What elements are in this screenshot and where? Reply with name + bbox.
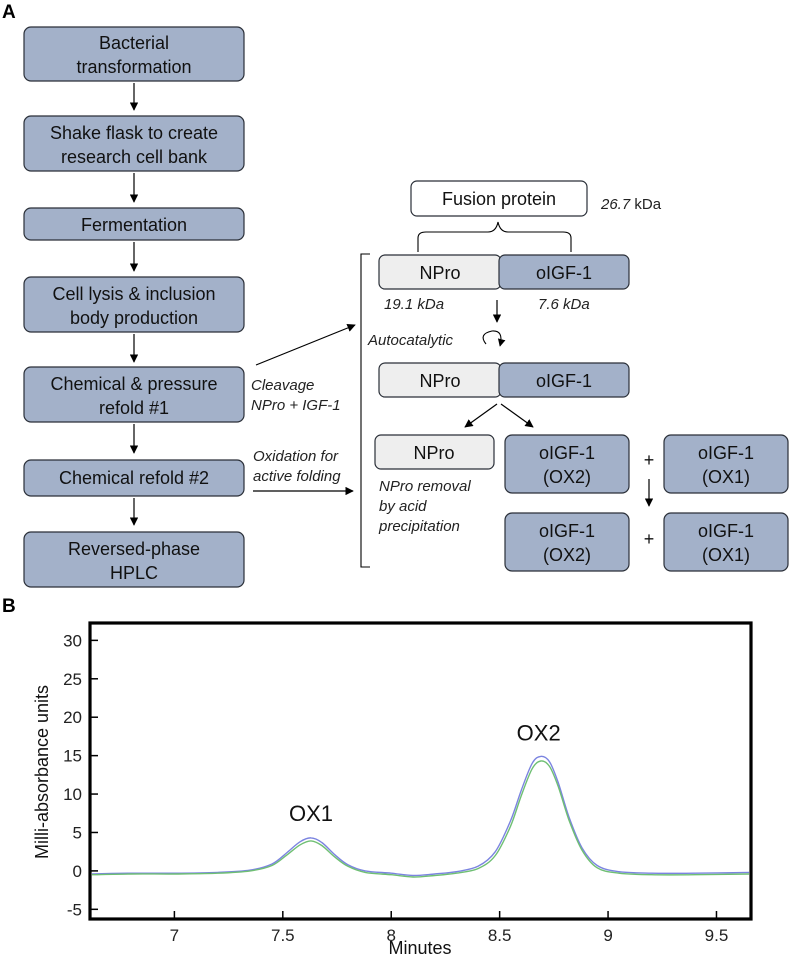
svg-text:Fermentation: Fermentation bbox=[81, 215, 187, 235]
oigf-ox2-box bbox=[504, 434, 630, 494]
npro-removal-label: NPro removal bbox=[379, 478, 471, 495]
svg-text:NPro: NPro bbox=[419, 263, 460, 283]
peak-label-ox1: OX1 bbox=[289, 801, 333, 826]
svg-text:refold #1: refold #1 bbox=[99, 398, 169, 418]
workflow-step-6: Chemical refold #2 bbox=[23, 459, 245, 497]
y-tick-label: 5 bbox=[73, 823, 82, 842]
x-axis-ticks: 7 7.5 8 8.5 9 9.5 bbox=[170, 911, 729, 945]
svg-text:(OX2): (OX2) bbox=[543, 545, 591, 565]
x-axis-label: Minutes bbox=[388, 938, 451, 958]
chart-series bbox=[91, 755, 750, 878]
y-tick-label: 10 bbox=[63, 785, 82, 804]
workflow-step-1: Bacterial transformation bbox=[23, 26, 245, 82]
trace-line-2 bbox=[91, 760, 750, 878]
x-tick-label: 7 bbox=[170, 926, 179, 945]
oigf-ox2-box-2 bbox=[504, 512, 630, 572]
svg-text:Chemical & pressure: Chemical & pressure bbox=[50, 374, 217, 394]
workflow-step-7: Reversed-phase HPLC bbox=[23, 531, 245, 588]
peak-label-ox2: OX2 bbox=[517, 720, 561, 745]
svg-text:NPro: NPro bbox=[413, 443, 454, 463]
svg-text:(OX1): (OX1) bbox=[702, 545, 750, 565]
npro-removal-label-2: by acid bbox=[379, 498, 427, 515]
oxidation-label-2: active folding bbox=[253, 468, 341, 485]
trace-line-1 bbox=[91, 755, 750, 877]
process-bracket bbox=[360, 253, 370, 568]
fusion-mass: 26.7 kDa bbox=[600, 196, 662, 213]
workflow-step-2: Shake flask to create research cell bank bbox=[23, 115, 245, 172]
y-tick-label: -5 bbox=[67, 900, 82, 919]
y-tick-label: 25 bbox=[63, 670, 82, 689]
npro-mass: 19.1 kDa bbox=[384, 296, 444, 313]
y-tick-label: 20 bbox=[63, 708, 82, 727]
x-tick-label: 9.5 bbox=[705, 926, 729, 945]
y-axis-label: Milli-absorbance units bbox=[32, 685, 52, 859]
svg-text:body production: body production bbox=[70, 308, 198, 328]
oigf-box bbox=[498, 254, 630, 290]
svg-text:NPro: NPro bbox=[419, 371, 460, 391]
y-tick-label: 30 bbox=[63, 631, 82, 650]
workflow-step-3: Fermentation bbox=[23, 207, 245, 241]
split-arrow-right bbox=[500, 403, 534, 428]
panel-a-label: A bbox=[2, 2, 16, 23]
plot-frame bbox=[88, 621, 753, 921]
svg-text:Cell lysis & inclusion: Cell lysis & inclusion bbox=[52, 284, 215, 304]
workflow-step-5: Chemical & pressure refold #1 bbox=[23, 366, 245, 423]
oigf-box-2 bbox=[498, 362, 630, 398]
cleavage-label: Cleavage bbox=[251, 377, 314, 394]
npro-box-3 bbox=[374, 434, 495, 470]
chromatogram-chart: -5 0 5 10 15 20 25 30 7 7.5 8 8.5 9 9.5 OX1 OX2 Minut… bbox=[32, 621, 753, 958]
svg-text:research cell bank: research cell bank bbox=[61, 147, 208, 167]
split-arrow-left bbox=[464, 403, 498, 428]
y-axis-ticks: -5 0 5 10 15 20 25 30 bbox=[63, 631, 98, 919]
svg-text:oIGF-1: oIGF-1 bbox=[539, 443, 595, 463]
svg-text:Shake flask to create: Shake flask to create bbox=[50, 123, 218, 143]
svg-text:oIGF-1: oIGF-1 bbox=[536, 263, 592, 283]
svg-text:oIGF-1: oIGF-1 bbox=[536, 371, 592, 391]
plus-sign: + bbox=[644, 450, 655, 470]
svg-text:Reversed-phase: Reversed-phase bbox=[68, 539, 200, 559]
svg-text:oIGF-1: oIGF-1 bbox=[698, 521, 754, 541]
oigf-ox1-box bbox=[663, 434, 789, 494]
x-tick-label: 9 bbox=[603, 926, 612, 945]
workflow-step-4: Cell lysis & inclusion body production bbox=[23, 276, 245, 333]
npro-removal-label-3: precipitation bbox=[378, 518, 460, 535]
x-tick-label: 8.5 bbox=[488, 926, 512, 945]
plus-sign-2: + bbox=[644, 529, 655, 549]
oigf-mass: 7.6 kDa bbox=[538, 296, 590, 313]
panel-b-label: B bbox=[2, 596, 16, 617]
svg-text:(OX2): (OX2) bbox=[543, 467, 591, 487]
svg-text:oIGF-1: oIGF-1 bbox=[539, 521, 595, 541]
oigf-ox1-box-2 bbox=[663, 512, 789, 572]
svg-text:oIGF-1: oIGF-1 bbox=[698, 443, 754, 463]
svg-text:HPLC: HPLC bbox=[110, 563, 158, 583]
svg-text:Chemical refold #2: Chemical refold #2 bbox=[59, 468, 209, 488]
y-tick-label: 0 bbox=[73, 862, 82, 881]
x-tick-label: 7.5 bbox=[271, 926, 295, 945]
chart-annotations: OX1 OX2 bbox=[289, 720, 561, 826]
cleavage-arrow bbox=[255, 323, 356, 366]
fusion-brace bbox=[417, 221, 572, 252]
cleavage-label-2: NPro + IGF-1 bbox=[251, 397, 341, 414]
oxidation-label: Oxidation for bbox=[253, 448, 339, 465]
x-tick-label: 8 bbox=[386, 926, 395, 945]
autocatalytic-label: Autocatalytic bbox=[367, 332, 454, 349]
svg-text:Bacterial: Bacterial bbox=[99, 33, 169, 53]
y-tick-label: 15 bbox=[63, 747, 82, 766]
fusion-protein-box bbox=[410, 180, 588, 217]
fusion-protein-label: Fusion protein bbox=[442, 189, 556, 209]
svg-text:(OX1): (OX1) bbox=[702, 467, 750, 487]
svg-text:transformation: transformation bbox=[76, 57, 191, 77]
autocatalytic-arrow bbox=[482, 330, 506, 347]
